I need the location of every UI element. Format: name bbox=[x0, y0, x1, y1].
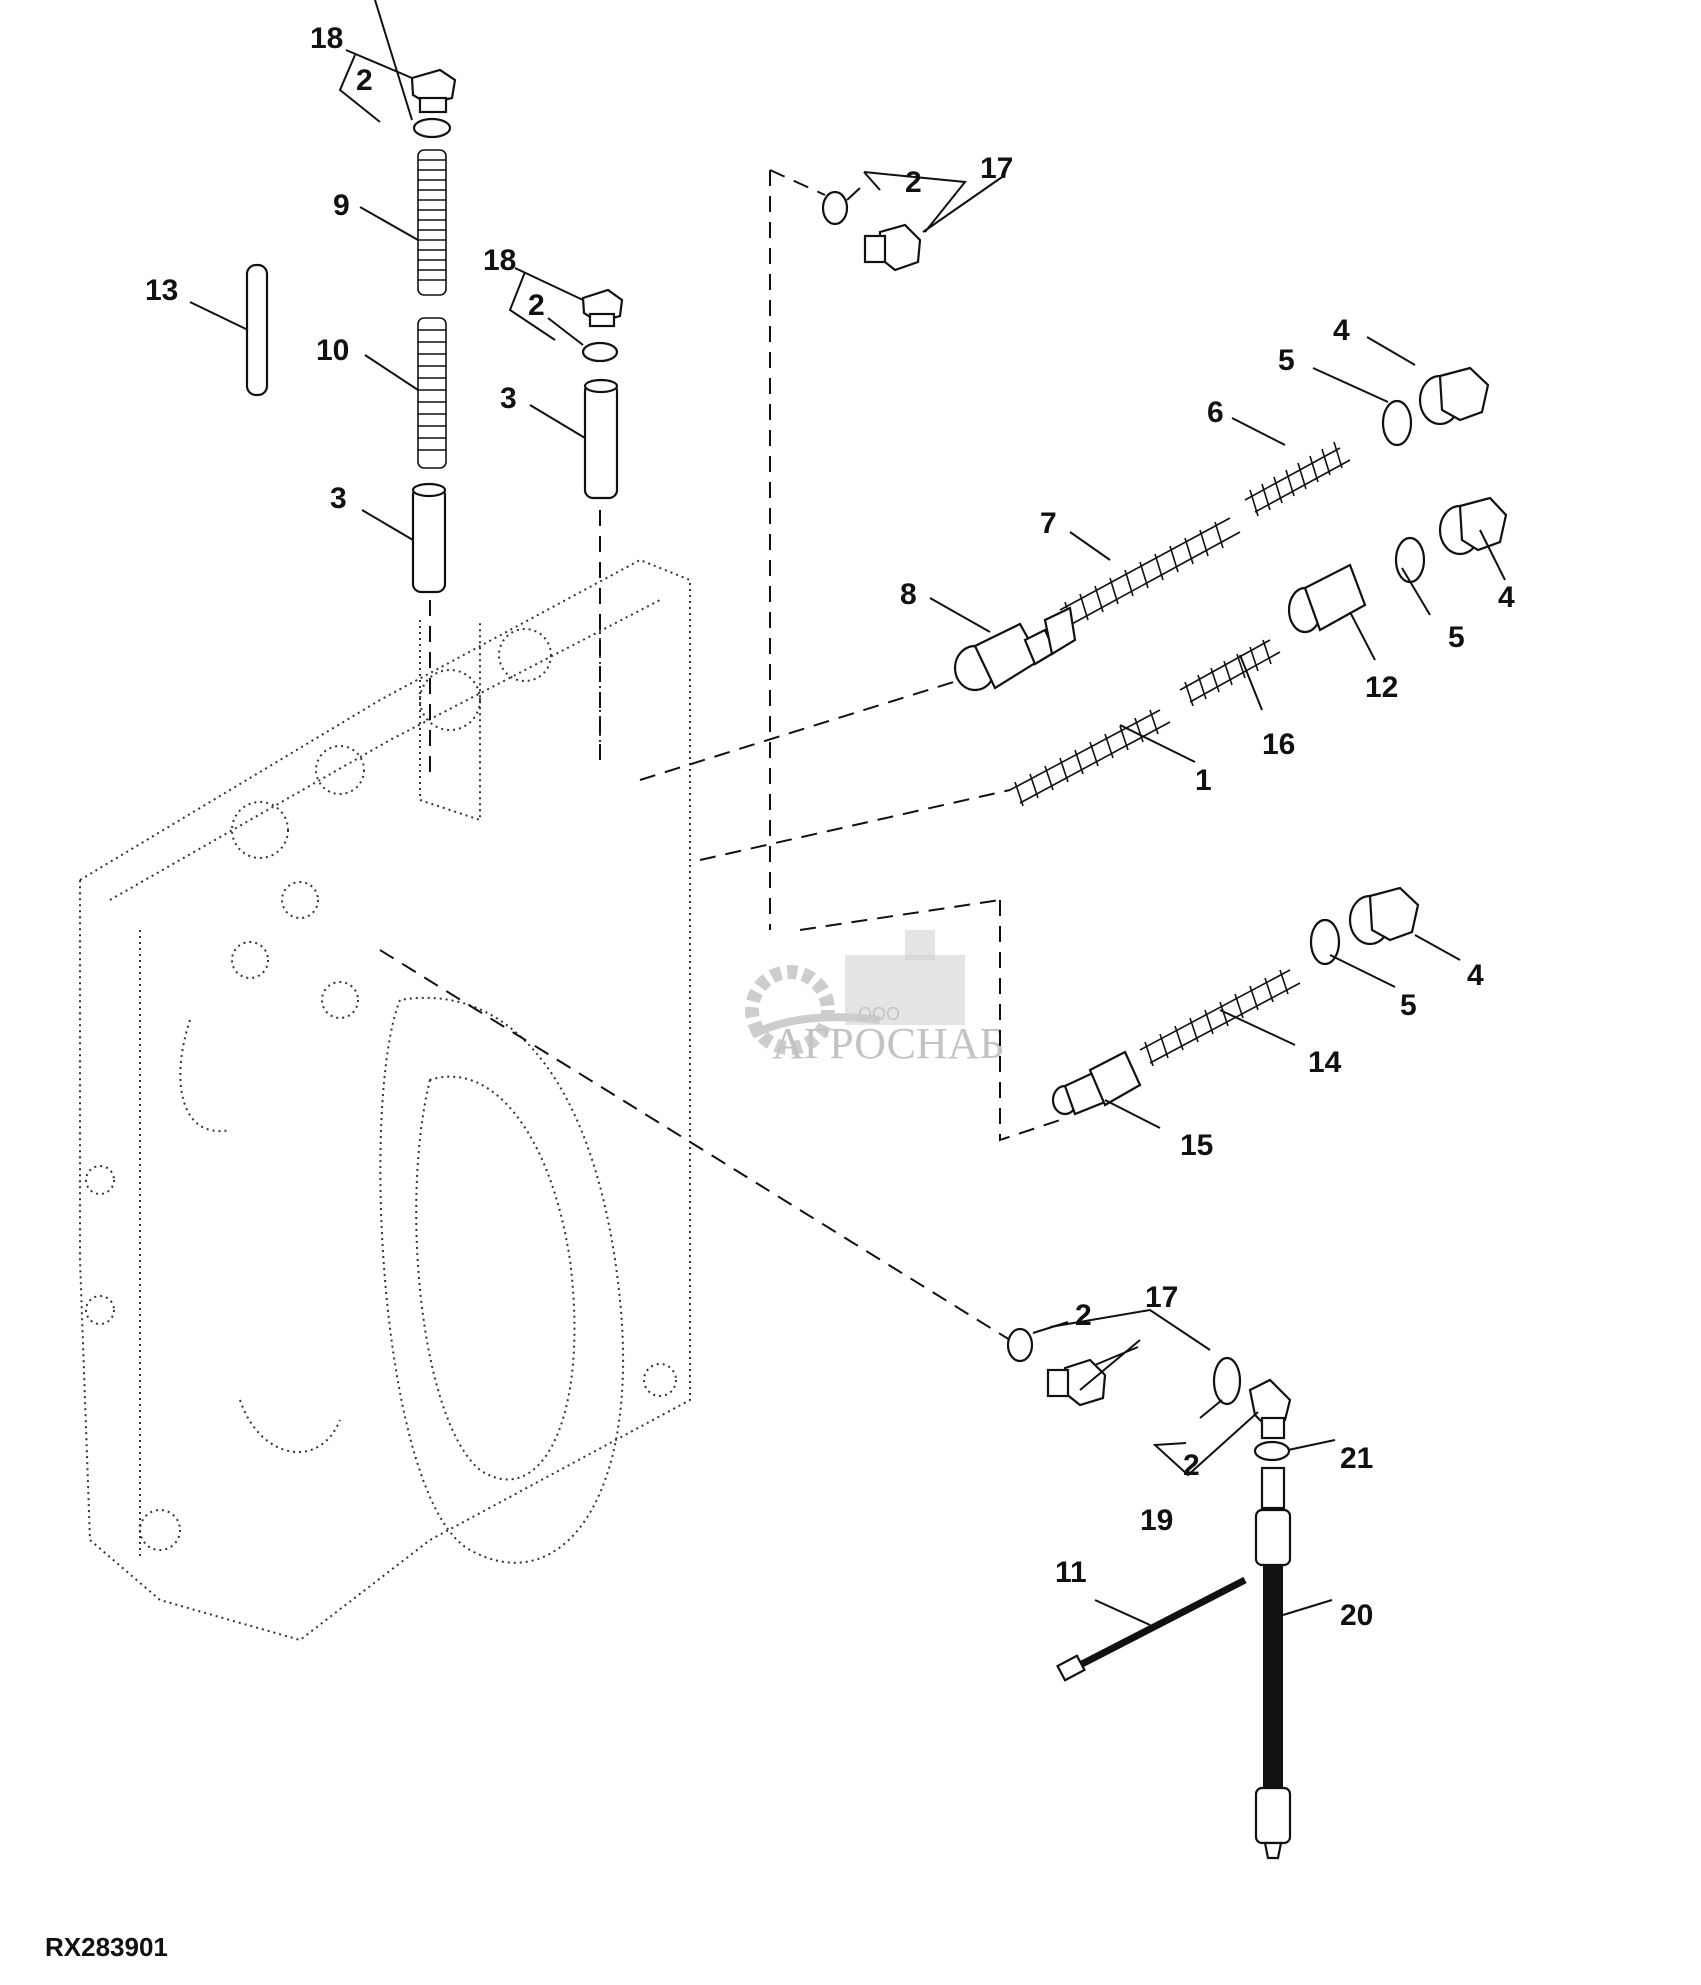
plug-18-top bbox=[410, 68, 457, 114]
callout-5-middle: 5 bbox=[1448, 621, 1465, 654]
callout-14: 14 bbox=[1308, 1046, 1342, 1079]
plug-17-upper bbox=[863, 223, 922, 272]
cable-tie-11 bbox=[1056, 1576, 1247, 1682]
o-ring-5-top bbox=[1381, 399, 1413, 447]
o-ring-5-lower bbox=[1309, 918, 1341, 966]
sleeve-12 bbox=[1287, 563, 1367, 634]
callout-4-middle: 4 bbox=[1498, 581, 1515, 614]
callout-3-left: 3 bbox=[330, 482, 347, 515]
callout-6: 6 bbox=[1207, 396, 1224, 429]
callout-5-lower: 5 bbox=[1400, 989, 1417, 1022]
plug-17-lower bbox=[1046, 1358, 1107, 1407]
o-ring-2-top bbox=[412, 117, 452, 139]
callout-4-lower: 4 bbox=[1467, 959, 1484, 992]
gear-icon bbox=[745, 965, 835, 1055]
plug-18-middle bbox=[581, 288, 624, 328]
spring-9 bbox=[417, 149, 447, 296]
o-ring-2-middle bbox=[581, 341, 619, 363]
o-ring-2-lower bbox=[1006, 1327, 1034, 1363]
callout-2-middle: 2 bbox=[528, 289, 545, 322]
watermark-logo: ООО АГРОСНАБ bbox=[745, 930, 1005, 1068]
callout-10: 10 bbox=[316, 334, 349, 367]
callout-4-top: 4 bbox=[1333, 314, 1350, 347]
callout-7: 7 bbox=[1040, 507, 1057, 540]
callout-17-upper: 17 bbox=[980, 152, 1013, 185]
o-ring-2-fitting bbox=[1212, 1356, 1242, 1406]
spring-7 bbox=[1059, 517, 1241, 629]
plug-4-middle bbox=[1438, 496, 1508, 556]
callout-15: 15 bbox=[1180, 1129, 1213, 1162]
callout-2-lower: 2 bbox=[1075, 1299, 1092, 1332]
elbow-fitting-19 bbox=[1248, 1378, 1292, 1440]
callout-20: 20 bbox=[1340, 1599, 1373, 1632]
plug-4-top bbox=[1418, 366, 1490, 426]
piston-15 bbox=[1051, 1050, 1142, 1116]
callout-11: 11 bbox=[1055, 1556, 1087, 1589]
callout-labels: 18 2 9 13 10 3 18 2 3 17 2 4 5 6 7 8 4 5… bbox=[145, 22, 1515, 1632]
callout-2-upper-right: 2 bbox=[905, 166, 922, 199]
spring-1 bbox=[1009, 709, 1171, 807]
callout-8: 8 bbox=[900, 578, 917, 611]
assembly-lines bbox=[379, 169, 1061, 1341]
callout-18-top: 18 bbox=[310, 22, 343, 55]
callout-3-right: 3 bbox=[500, 382, 517, 415]
spring-6 bbox=[1244, 441, 1351, 517]
valve-spool-8 bbox=[953, 606, 1077, 692]
callout-2-top: 2 bbox=[356, 64, 373, 97]
callout-13: 13 bbox=[145, 274, 178, 307]
watermark-brand-text: АГРОСНАБ bbox=[772, 1019, 1005, 1068]
callout-18-middle: 18 bbox=[483, 244, 516, 277]
leader-lines bbox=[189, 0, 1506, 1626]
figure-id-label: RX283901 bbox=[45, 1932, 168, 1962]
spring-16 bbox=[1179, 639, 1281, 707]
callout-17-lower: 17 bbox=[1145, 1281, 1178, 1314]
callout-19: 19 bbox=[1140, 1504, 1173, 1537]
callout-21: 21 bbox=[1340, 1442, 1373, 1475]
valve-housing bbox=[79, 558, 691, 1642]
plunger-3-right bbox=[583, 378, 619, 500]
callout-2-fitting: 2 bbox=[1183, 1449, 1200, 1482]
hose-20 bbox=[1254, 1466, 1292, 1860]
plug-4-lower bbox=[1348, 886, 1420, 946]
watermark-small-text: ООО bbox=[858, 1004, 900, 1024]
o-ring-21 bbox=[1253, 1440, 1291, 1462]
spring-14 bbox=[1139, 969, 1301, 1067]
o-ring-2-upper-right bbox=[821, 190, 849, 226]
combine-harvester-icon bbox=[845, 930, 965, 1025]
o-ring-5-middle bbox=[1394, 536, 1426, 584]
callout-16: 16 bbox=[1262, 728, 1295, 761]
callout-9: 9 bbox=[333, 189, 350, 222]
plunger-3-left bbox=[411, 482, 447, 594]
callout-12: 12 bbox=[1365, 671, 1398, 704]
roll-pin-13 bbox=[245, 263, 269, 397]
callout-1: 1 bbox=[1195, 764, 1212, 797]
callout-5-top: 5 bbox=[1278, 344, 1295, 377]
spring-10 bbox=[417, 317, 447, 469]
